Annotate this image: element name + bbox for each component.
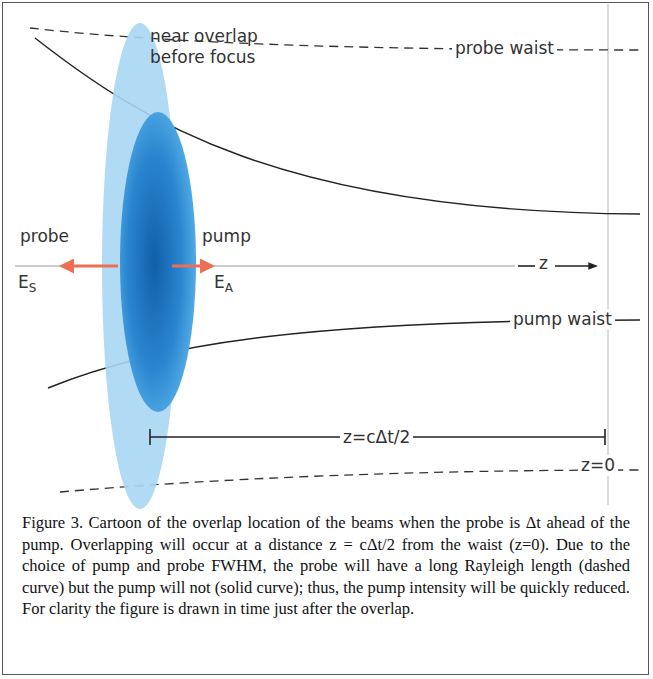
beam-label: pump waist <box>510 309 615 330</box>
field-symbol: ES <box>18 272 36 293</box>
field-symbol: EA <box>214 272 233 293</box>
overlap-note: near overlap before focus <box>150 26 275 68</box>
axis-label: z <box>539 253 548 274</box>
distance-label: z=cΔt/2 <box>340 427 413 448</box>
beam-label: probe <box>20 226 69 247</box>
beam-label: probe waist <box>452 38 557 59</box>
beam-label: pump <box>202 226 251 247</box>
waist-position: z=0 <box>578 455 618 476</box>
figure-caption: Figure 3. Cartoon of the overlap locatio… <box>22 512 630 620</box>
